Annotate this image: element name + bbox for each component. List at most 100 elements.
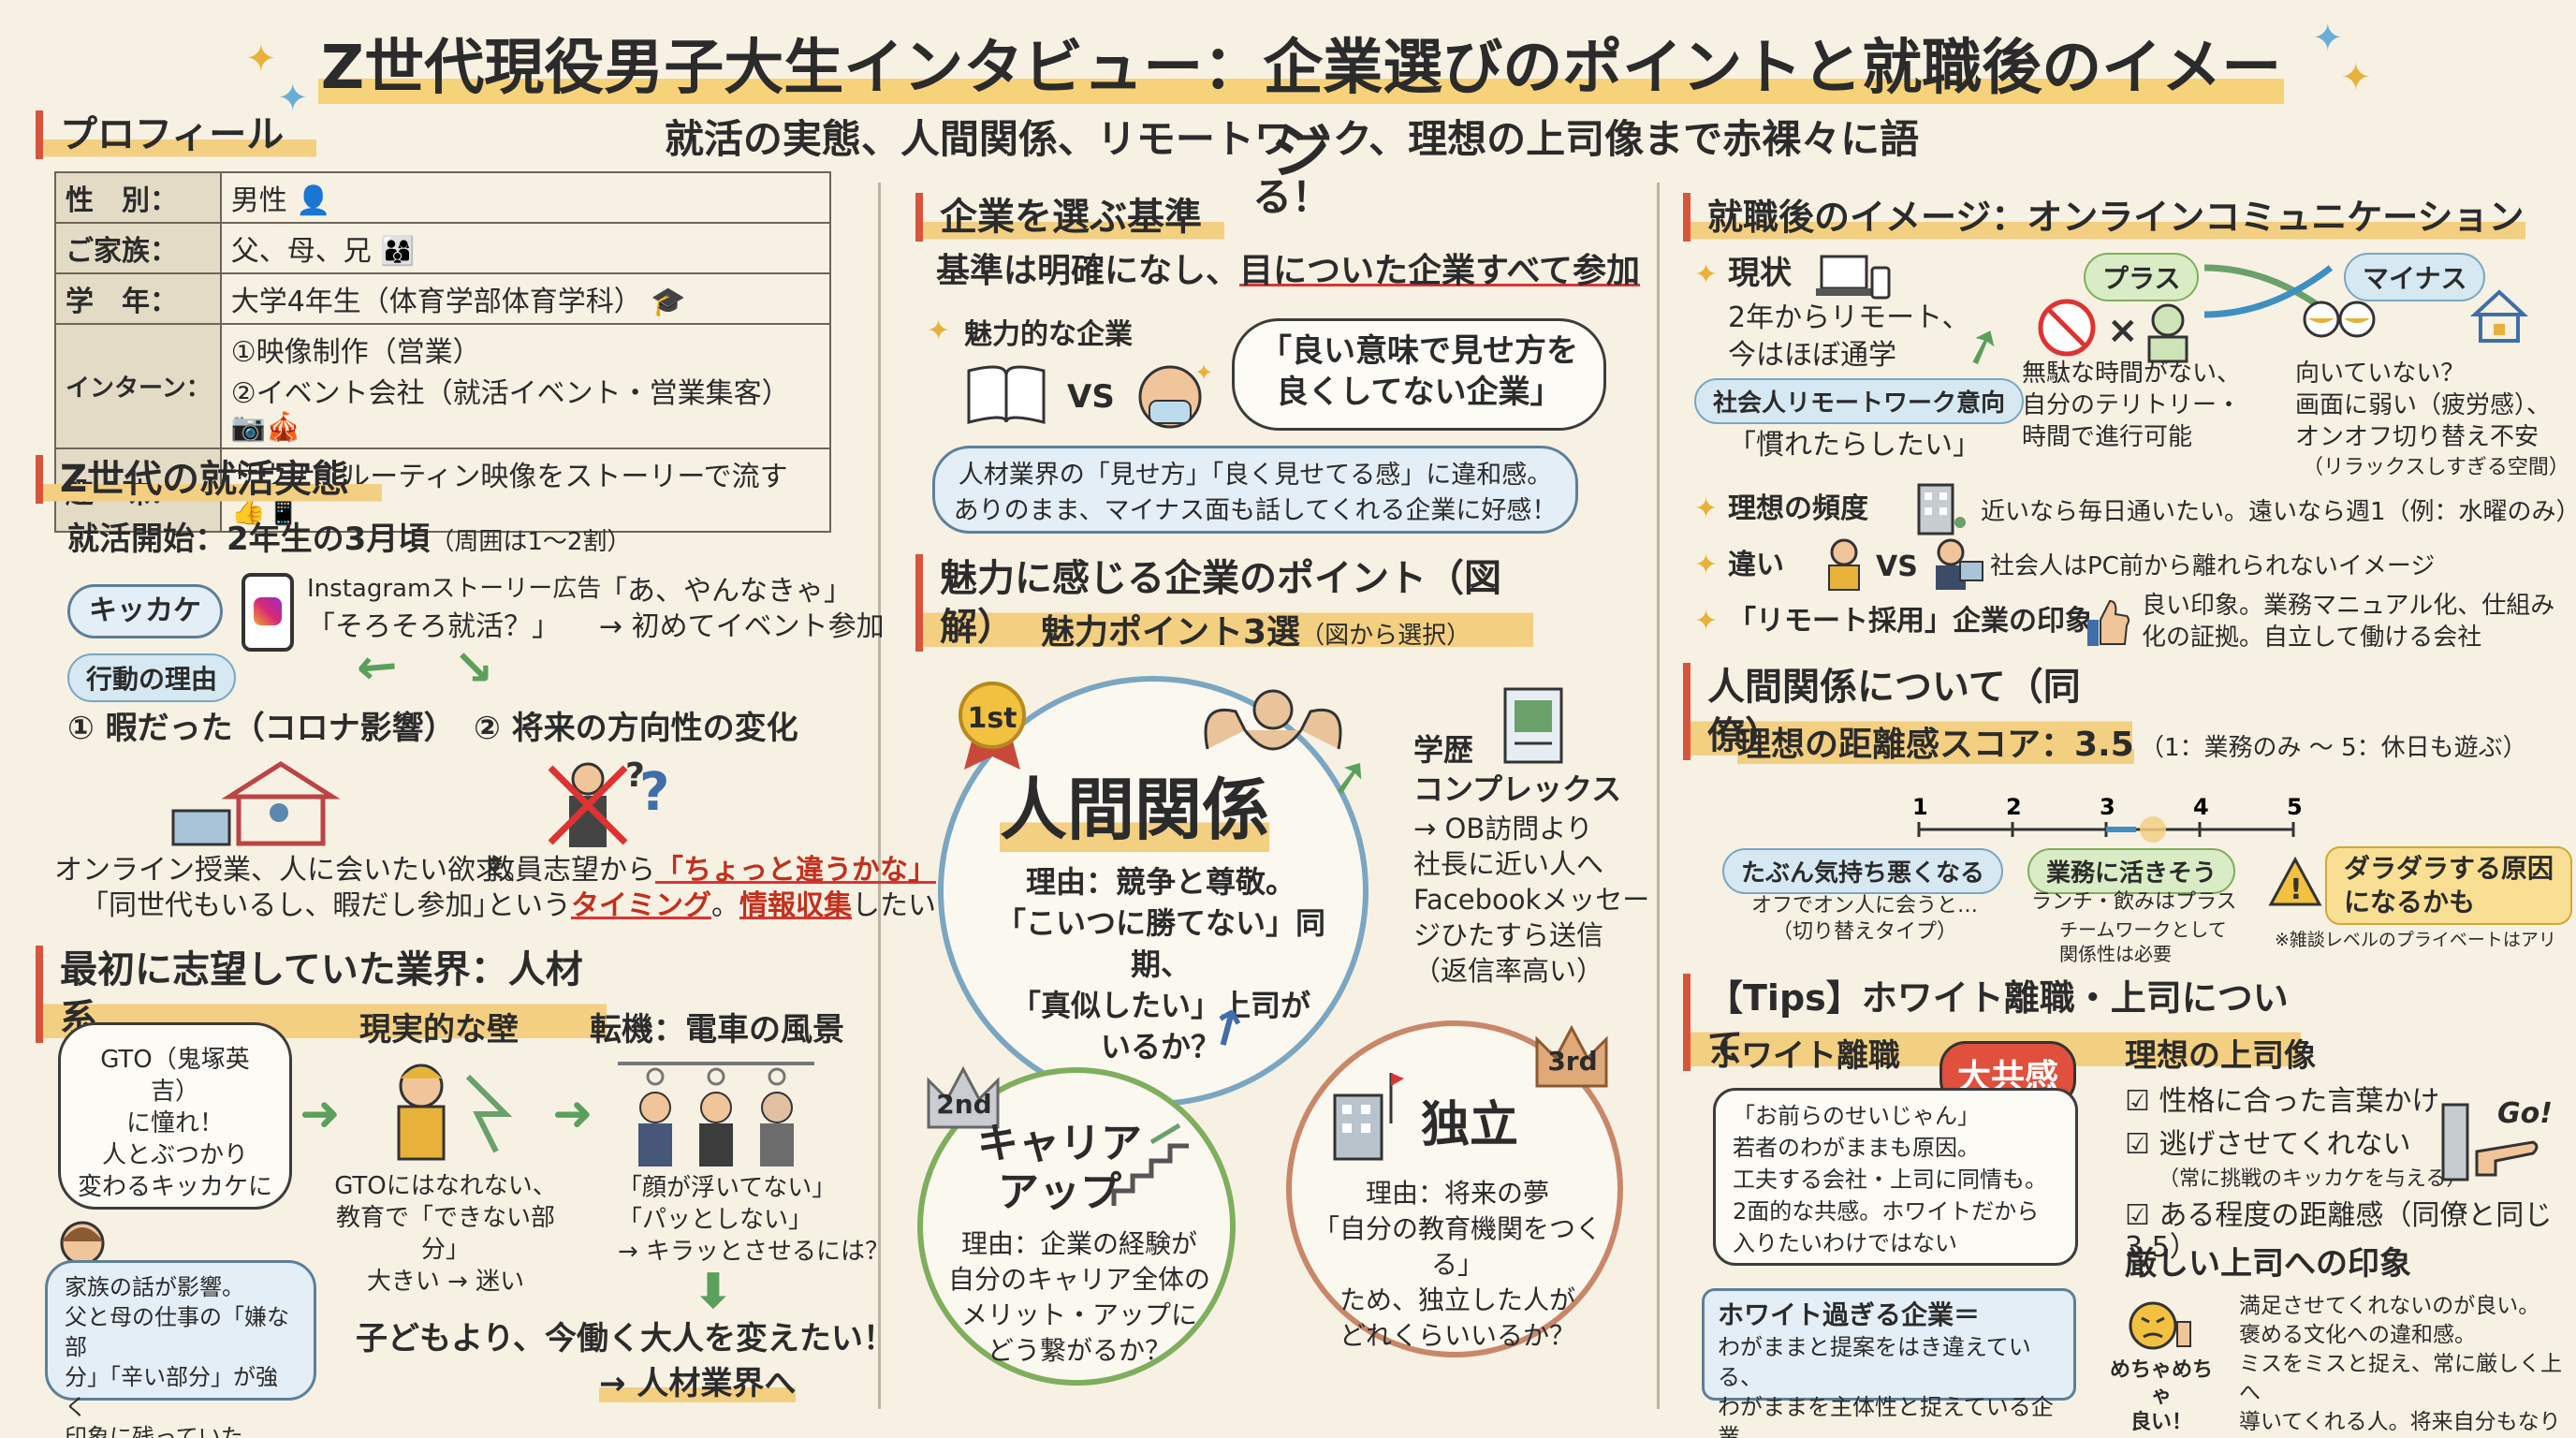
arrow-icon: ➜ xyxy=(552,1086,593,1142)
side-title: 学歴 コンプレックス xyxy=(1413,732,1622,807)
profile-key: 性 別： xyxy=(54,171,222,224)
train-commuters-icon xyxy=(618,1056,814,1168)
scale-tick-label: 5 xyxy=(2287,794,2303,820)
go-text: Go! xyxy=(2497,1097,2553,1130)
second-reason: 理由：企業の経験が 自分のキャリア全体の メリット・アップに どう繋がるか？ xyxy=(947,1228,1210,1366)
sparkle-icon: ✦ xyxy=(1694,605,1719,638)
right-note: ※雑談レベルのプライベートはアリ xyxy=(2275,930,2556,950)
thumbs-up-icon xyxy=(2084,597,2130,648)
warning-icon: ! xyxy=(2268,856,2322,906)
mid-pill: 業務に活きそう xyxy=(2027,848,2236,894)
trigger-label: キッカケ xyxy=(67,584,223,638)
diff-vs: VS xyxy=(1876,550,1918,583)
sparkle-icon: ✦ xyxy=(1694,549,1719,581)
camera-icon: 📷 xyxy=(230,411,267,444)
mid-desc: ランチ・飲みはプラス xyxy=(2031,890,2237,914)
sparkle-icon: ✦ xyxy=(1694,258,1719,291)
muscle-arms-icon xyxy=(1189,683,1357,768)
bronze-crown-icon xyxy=(1531,1020,1612,1095)
svg-text:?: ? xyxy=(639,762,669,823)
after-heading: 就職後のイメージ：オンラインコミュニケーション xyxy=(1683,193,2525,242)
right-pill: ダラダラする原因 になるかも xyxy=(2325,846,2573,925)
current-label: 現状 xyxy=(1728,255,1792,292)
reason2-desc1: 教員志望から「ちょっと違うかな」 xyxy=(487,854,936,887)
current-desc: 2年からリモート、 今はほぼ通学 xyxy=(1728,301,1970,372)
boss-label: 理想の上司像 xyxy=(2125,1037,2316,1075)
remote-desc: 良い印象。業務マニュアル化、仕組み 化の証拠。自立して働ける会社 xyxy=(2142,592,2555,652)
third-reason: 理由：将来の夢 「自分の教育機関をつくる」 ため、独立した人が どれくらいいるか… xyxy=(1312,1178,1602,1351)
plus-pill: プラス xyxy=(2084,253,2200,301)
document-icon xyxy=(1498,682,1573,766)
intent-pill: 社会人リモートワーク意向 xyxy=(1694,378,2025,424)
sparkle-icon: ✦ xyxy=(1694,492,1719,525)
instagram-phone-icon xyxy=(242,573,294,652)
criteria-bubble: 「良い意味で見せ方を 良くしてない企業」 xyxy=(1232,318,1606,431)
profile-row: ご家族： 父、母、兄 👨‍👩‍👦 xyxy=(54,222,832,274)
scale-tick-label: 1 xyxy=(1912,794,1928,820)
arrow-right-icon: ➚ xyxy=(1325,745,1375,809)
white-def-title: ホワイト過ぎる企業＝ xyxy=(1718,1299,1981,1330)
side-desc: → OB訪問より 社長に近い人へ Facebookメッセー ジひたすら送信 （返… xyxy=(1413,813,1650,987)
second-badge: 2nd xyxy=(936,1089,992,1120)
profile-row: インターン： ①映像制作（営業） ②イベント会社（就活イベント・営業集客） 📷🎪 xyxy=(54,323,832,449)
sparkle-icon: ✦ xyxy=(927,315,951,347)
trigger-quote: 「そろそろ就活？」 xyxy=(307,610,560,643)
scale-tick-label: 2 xyxy=(2006,794,2022,820)
profile-key: ご家族： xyxy=(54,222,222,274)
mid-note: チームワークとして 関係性は必要 xyxy=(2059,918,2227,965)
diff-label: 違い xyxy=(1728,549,1784,581)
white-def: わがままと提案をはき違えている、 わがままを主体性と捉えている企業 xyxy=(1718,1334,2054,1438)
checkbox-icon: ☑ xyxy=(2125,1128,2159,1161)
first-badge: 1st xyxy=(967,702,1017,735)
left-desc: オフでオン人に会うと… （切り替えタイプ） xyxy=(1750,894,1978,944)
boss-item: ☑ 性格に合った言葉かけ xyxy=(2125,1085,2440,1118)
points-heading: 魅力に感じる企業のポイント（図解） xyxy=(915,554,1533,652)
third-point-circle xyxy=(1286,1020,1623,1357)
conclusion-2: → 人材業界へ xyxy=(599,1365,797,1402)
freq-desc: 近いなら毎日通いたい。遠いなら週1（例：水曜のみ） xyxy=(1981,498,2576,526)
profile-heading: プロフィール xyxy=(36,110,316,159)
column-divider xyxy=(1657,183,1660,1409)
profile-value: 大学4年生（体育学部体育学科） 🎓 xyxy=(219,272,832,325)
third-badge: 3rd xyxy=(1547,1046,1598,1077)
checkbox-icon: ☑ xyxy=(2125,1085,2159,1118)
strict-face: めちゃめちゃ 良い！ xyxy=(2110,1358,2214,1434)
remote-label: 「リモート採用」企業の印象 xyxy=(1728,605,2093,638)
laptop-phone-icon xyxy=(1816,251,1891,307)
first-reason: 理由：競争と尊敬。 「こいつに勝てない」同期、 「真似したい」上司が いるか？ xyxy=(995,864,1325,1064)
wall-desc: GTOにはなれない、 教育で「できない部分」 大きい → 迷い xyxy=(334,1172,557,1296)
reason-label: 行動の理由 xyxy=(67,653,237,702)
scale-tick-label: 4 xyxy=(2193,794,2209,820)
white-bubble: 「お前らのせいじゃん」 若者のわがままも原因。 工夫する会社・上司に同情も。 2… xyxy=(1713,1088,2078,1266)
graduation-cap-icon: 🎓 xyxy=(651,286,686,318)
home-lock-icon xyxy=(2469,288,2529,345)
left-pill: たぶん気持ち悪くなる xyxy=(1722,848,2004,894)
svg-text:!: ! xyxy=(2290,873,2303,906)
score-note: （1：業務のみ 〜 5：休日も遊ぶ） xyxy=(2140,734,2527,762)
vs-label: VS xyxy=(1067,378,1115,416)
reason-1: ① 暇だった（コロナ影響） xyxy=(67,710,456,747)
sparkle-icon: ✦ xyxy=(2312,17,2344,60)
points-sub: 魅力ポイント3選（図から選択） xyxy=(1041,613,1471,652)
jobhunt-start: 就活開始：2年生の3月頃（周囲は1〜2割） xyxy=(67,521,632,558)
angry-thumbs-face-icon xyxy=(2129,1298,2194,1354)
arrow-icon: ↘ xyxy=(453,640,494,697)
first-title: 人間関係 xyxy=(1000,768,1270,852)
reason2-desc2: というタイミング。情報収集したい xyxy=(487,889,936,922)
laptop-house-icon xyxy=(168,755,356,848)
reason1-desc1: オンライン授業、人に会いたい欲求。 xyxy=(54,854,532,887)
score-label: 理想の距離感スコア：3.5 xyxy=(1737,726,2134,764)
white-label: ホワイト離職 xyxy=(1709,1037,1900,1075)
minus-desc: 向いていない？ 画面に弱い（疲労感）、 オンオフ切り替え不安 xyxy=(2295,360,2552,451)
relations-heading: 人間関係について（同僚） xyxy=(1683,663,2132,760)
third-title: 独立 xyxy=(1421,1097,1519,1153)
trigger-ad: Instagramストーリー広告 xyxy=(307,575,602,603)
minus-note: （リラックスしすぎる空間） xyxy=(2303,456,2569,479)
arrow-icon: ➜ xyxy=(300,1086,341,1142)
white-def-box: ホワイト過ぎる企業＝ わがままと提案をはき違えている、 わがままを主体性と捉えて… xyxy=(1702,1288,2076,1438)
svg-text:?: ? xyxy=(625,756,645,795)
profile-row: 性 別： 男性 👤 xyxy=(54,171,832,224)
profile-value: 男性 👤 xyxy=(219,171,832,224)
trigger-result: → 初めてイベント参加 xyxy=(599,610,885,643)
